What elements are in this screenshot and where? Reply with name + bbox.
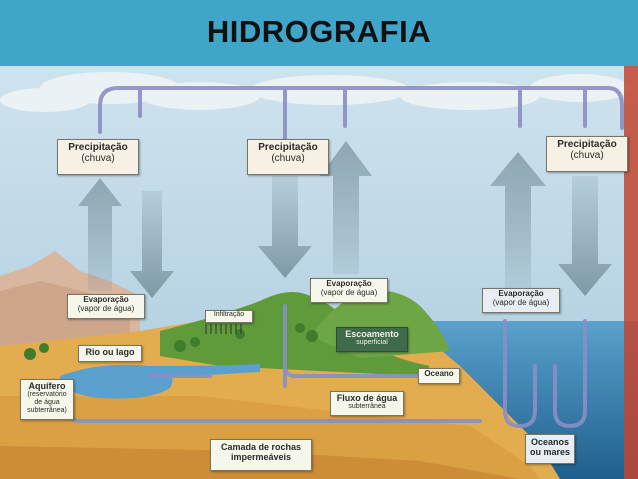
label-groundwater-flow: Fluxo de água subterrânea	[330, 391, 404, 416]
label-river-lake: Rio ou lago	[78, 345, 142, 362]
label-precipitation-right: Precipitação (chuva)	[546, 136, 628, 172]
label-infiltration: Infiltração	[205, 310, 253, 323]
water-cycle-illustration	[0, 66, 638, 479]
label-oceans-seas: Oceanos ou mares	[525, 434, 575, 464]
label-evaporation-right: Evaporação (vapor de água)	[482, 288, 560, 313]
label-evaporation-center: Evaporação (vapor de água)	[310, 278, 388, 303]
title-bar: HIDROGRAFIA	[0, 0, 638, 66]
image-credit-strip	[624, 66, 638, 479]
label-impermeable-layer: Camada de rochas impermeáveis	[210, 439, 312, 471]
slide-title: HIDROGRAFIA	[0, 14, 638, 50]
label-surface-runoff: Escoamento superficial	[336, 327, 408, 352]
label-precipitation-left: Precipitação (chuva)	[57, 139, 139, 175]
label-aquifer: Aquífero (reservatório de água subterrân…	[20, 379, 74, 420]
label-evaporation-left: Evaporação (vapor de água)	[67, 294, 145, 319]
water-cycle-diagram: Precipitação (chuva) Precipitação (chuva…	[0, 66, 638, 479]
label-precipitation-center: Precipitação (chuva)	[247, 139, 329, 175]
label-ocean: Oceano	[418, 368, 460, 384]
